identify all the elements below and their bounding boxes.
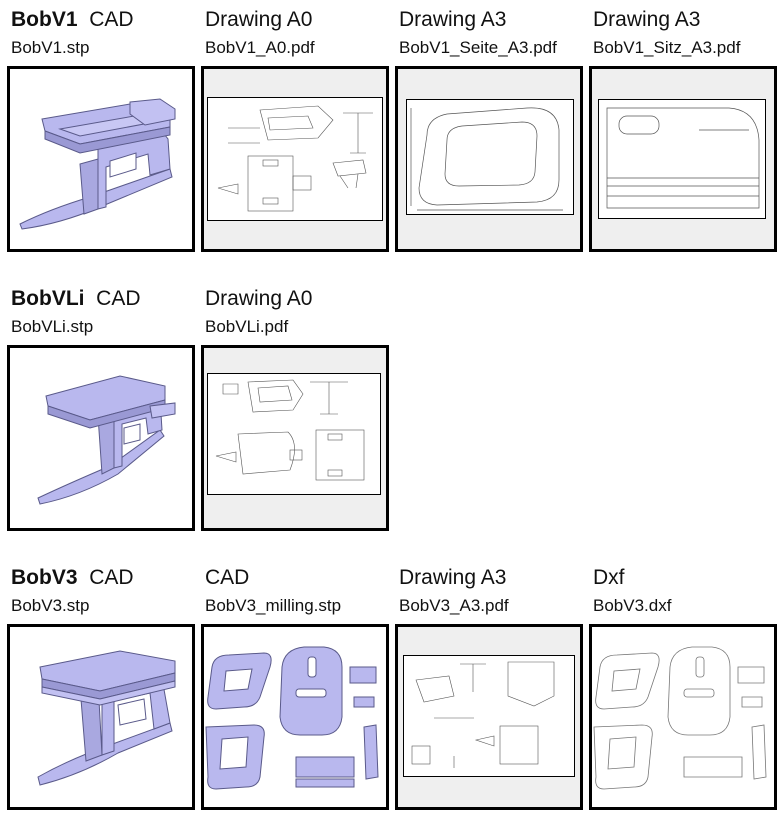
card-title: BobV1 CAD — [11, 8, 134, 31]
cad-model-thumbnail[interactable] — [7, 345, 195, 531]
drawing-thumbnail[interactable] — [201, 66, 389, 252]
milling-parts-image — [205, 646, 379, 790]
technical-drawing-image — [411, 661, 555, 768]
file-name[interactable]: BobV3_milling.stp — [205, 596, 342, 615]
card-title: Drawing A0 — [205, 287, 313, 310]
drawing-thumbnail[interactable] — [589, 66, 777, 252]
technical-drawing-image — [606, 107, 760, 209]
file-name[interactable]: BobV1_Seite_A3.pdf — [399, 38, 557, 57]
cad-model-thumbnail[interactable] — [7, 624, 195, 810]
sled-model-image — [37, 650, 176, 786]
card-title: BobVLi CAD — [11, 287, 141, 310]
drawing-sheet — [207, 373, 381, 495]
file-name[interactable]: BobVLi.pdf — [205, 317, 289, 336]
drawing-sheet — [598, 99, 766, 219]
file-name[interactable]: BobV1_A0.pdf — [205, 38, 315, 57]
cad-model-thumbnail[interactable] — [7, 66, 195, 252]
card-title: Drawing A0 — [205, 8, 313, 31]
file-name[interactable]: BobV1.stp — [11, 38, 90, 57]
drawing-thumbnail[interactable] — [395, 624, 583, 810]
file-name[interactable]: BobV3_A3.pdf — [399, 596, 509, 615]
file-name[interactable]: BobVLi.stp — [11, 317, 94, 336]
drawing-sheet — [406, 99, 574, 215]
technical-drawing-image — [215, 379, 365, 481]
card-title: Dxf — [593, 566, 625, 589]
card-title: Drawing A3 — [399, 566, 507, 589]
technical-drawing-image — [410, 107, 563, 211]
file-name[interactable]: BobV3.stp — [11, 596, 90, 615]
sled-model-image — [19, 98, 176, 230]
technical-drawing-image — [217, 105, 373, 212]
file-name[interactable]: BobV1_Sitz_A3.pdf — [593, 38, 741, 57]
drawing-thumbnail[interactable] — [395, 66, 583, 252]
card-title: Drawing A3 — [593, 8, 701, 31]
dxf-outline-image — [593, 646, 767, 790]
file-name[interactable]: BobV3.dxf — [593, 596, 672, 615]
drawing-sheet — [207, 97, 383, 221]
card-title: Drawing A3 — [399, 8, 507, 31]
drawing-thumbnail[interactable] — [201, 345, 389, 531]
drawing-sheet — [403, 655, 575, 777]
sled-model-image — [37, 375, 176, 505]
card-title: BobV3 CAD — [11, 566, 134, 589]
card-title: CAD — [205, 566, 250, 589]
cad-model-thumbnail[interactable] — [201, 624, 389, 810]
dxf-thumbnail[interactable] — [589, 624, 777, 810]
